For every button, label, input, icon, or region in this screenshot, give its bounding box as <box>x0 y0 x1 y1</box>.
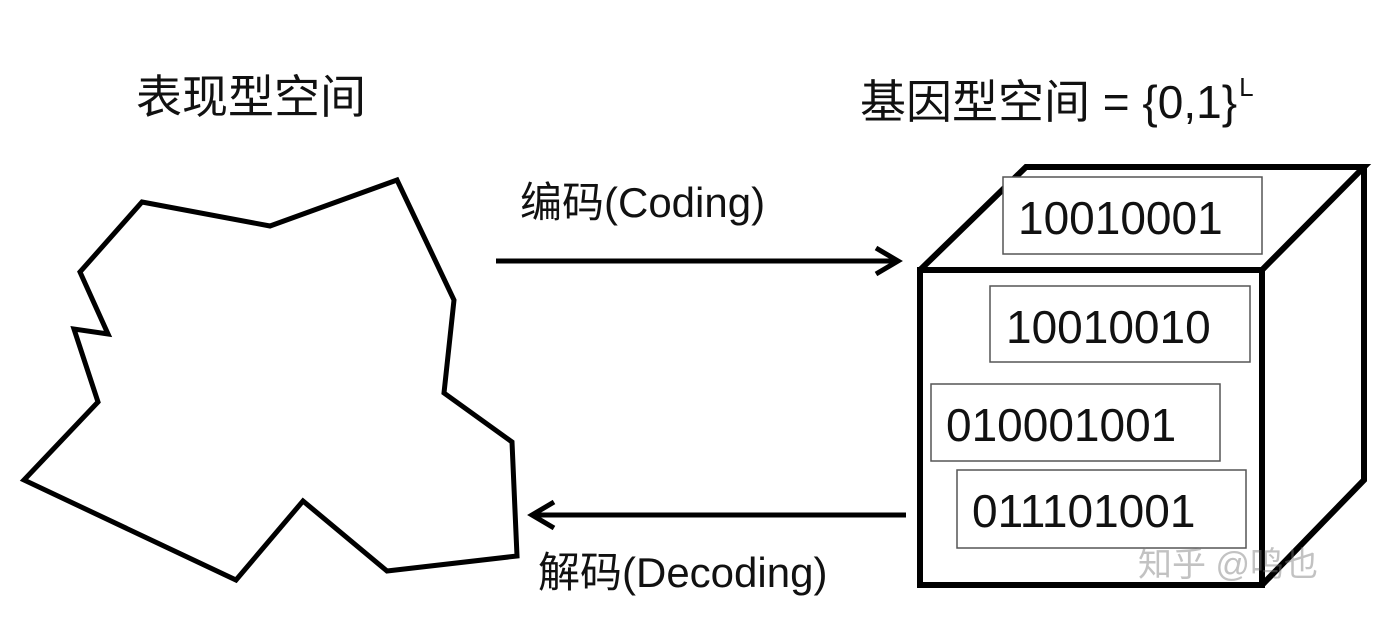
coding-label: 编码(Coding) <box>520 179 766 226</box>
decoding-label: 解码(Decoding) <box>538 549 828 596</box>
decoding-arrow <box>527 499 906 531</box>
code-box-2 <box>930 383 1221 462</box>
genotype-space-title: 基因型空间 = {0,1}L <box>860 74 1254 125</box>
genotype-code: 010001001 <box>946 399 1177 451</box>
genotype-code: 10010001 <box>1018 192 1223 244</box>
code-box-0 <box>1002 176 1263 255</box>
genotype-cube <box>917 164 1372 588</box>
genotype-code: 10010010 <box>1006 301 1211 353</box>
cube-top-face <box>917 164 1372 273</box>
cube-side-face <box>1259 167 1367 588</box>
phenotype-shape <box>19 176 520 584</box>
coding-arrow <box>496 245 903 277</box>
genotype-length-superscript: L <box>1239 72 1254 102</box>
genotype-code: 011101001 <box>972 485 1196 537</box>
code-box-1 <box>989 285 1251 363</box>
phenotype-space-title: 表现型空间 <box>136 71 366 123</box>
code-box-3 <box>956 469 1247 549</box>
cube-front-face <box>917 267 1265 588</box>
genotype-space-title-text: 基因型空间 = {0,1} <box>860 76 1238 128</box>
watermark: 知乎 @鸣也 <box>1138 546 1318 584</box>
